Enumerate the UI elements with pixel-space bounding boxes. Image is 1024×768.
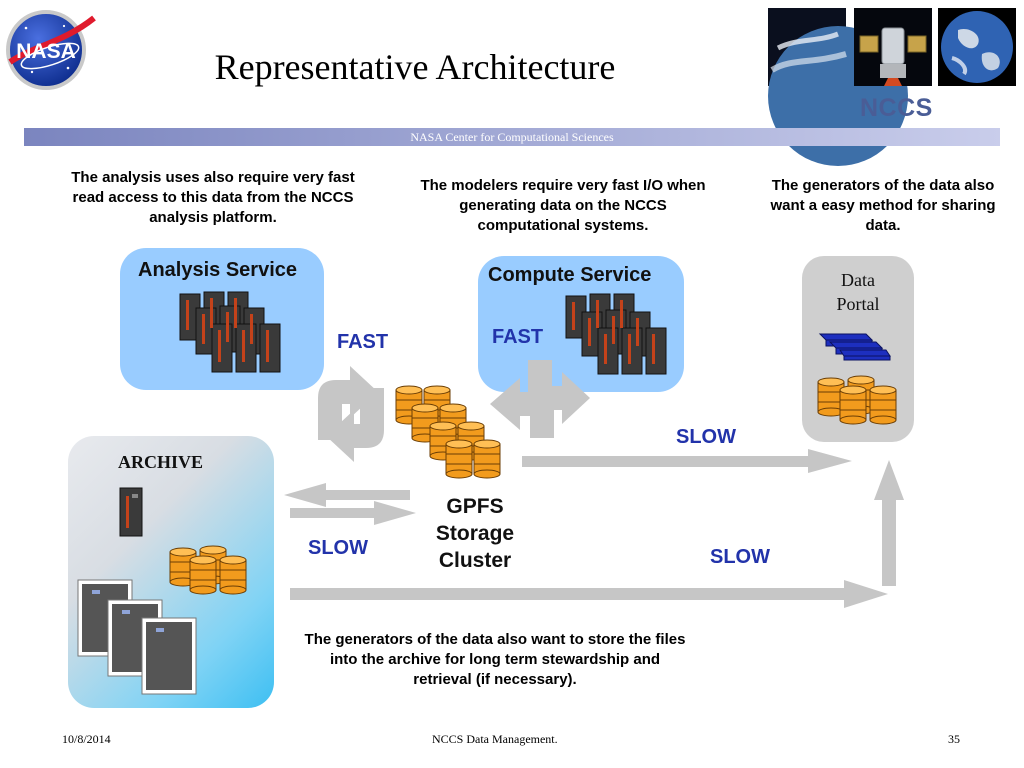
archive-disk-stack-icon: [169, 545, 247, 595]
space-telescope-image: [854, 8, 932, 86]
nasa-logo-text: NASA: [16, 40, 76, 63]
archive-note: The generators of the data also want to …: [304, 631, 686, 688]
slow-portal-label: SLOW: [676, 426, 736, 448]
server-rack-cluster-icon: [565, 293, 667, 375]
nasa-logo: NASA: [4, 6, 96, 92]
archive-server-icon: [119, 487, 143, 537]
analysis-service-label: Analysis Service: [138, 259, 297, 281]
data-portal-label-line1: Data: [841, 270, 875, 290]
sharing-note: The generators of the data also want a e…: [770, 177, 996, 234]
compute-service-label: Compute Service: [488, 264, 652, 286]
portal-drives-icon: [818, 333, 891, 361]
page-title: Representative Architecture: [214, 47, 616, 87]
page-number: 35: [948, 732, 960, 746]
gpfs-label-line3: Cluster: [438, 549, 512, 572]
fast-analysis-cycle-arrows: [318, 366, 384, 462]
gpfs-to-portal-arrow: [522, 449, 852, 473]
analysis-note: The analysis uses also require very fast…: [71, 169, 355, 226]
portal-disk-stack-icon: [817, 375, 897, 425]
archive-label: ARCHIVE: [118, 452, 204, 472]
slow-bottom-label: SLOW: [710, 546, 770, 568]
gpfs-label-line2: Storage: [435, 522, 515, 545]
gpfs-label: GPFS Storage Cluster: [410, 493, 540, 574]
data-portal-label-line2: Portal: [836, 294, 880, 314]
fast-analysis-label: FAST: [337, 331, 389, 353]
fast-compute-cycle-arrows: [490, 360, 590, 438]
footer-title: NCCS Data Management.: [432, 732, 558, 746]
fast-compute-label: FAST: [492, 326, 544, 348]
gpfs-disk-stack-icon: [395, 385, 501, 479]
data-portal-label: Data Portal: [818, 268, 898, 316]
tape-library-icon: [77, 579, 197, 695]
slow-archive-label: SLOW: [308, 537, 368, 559]
footer-date: 10/8/2014: [62, 732, 111, 746]
archive-gpfs-arrows: [284, 483, 416, 525]
modelers-note: The modelers require very fast I/O when …: [420, 177, 706, 234]
gpfs-label-line1: GPFS: [446, 495, 504, 518]
server-rack-cluster-icon: [179, 291, 281, 373]
nccs-brand: NCCS: [860, 94, 933, 122]
earth-globe-image: [938, 8, 1016, 86]
archive-to-portal-arrow: [290, 460, 904, 608]
header-band: NASA Center for Computational Sciences: [24, 128, 1000, 146]
